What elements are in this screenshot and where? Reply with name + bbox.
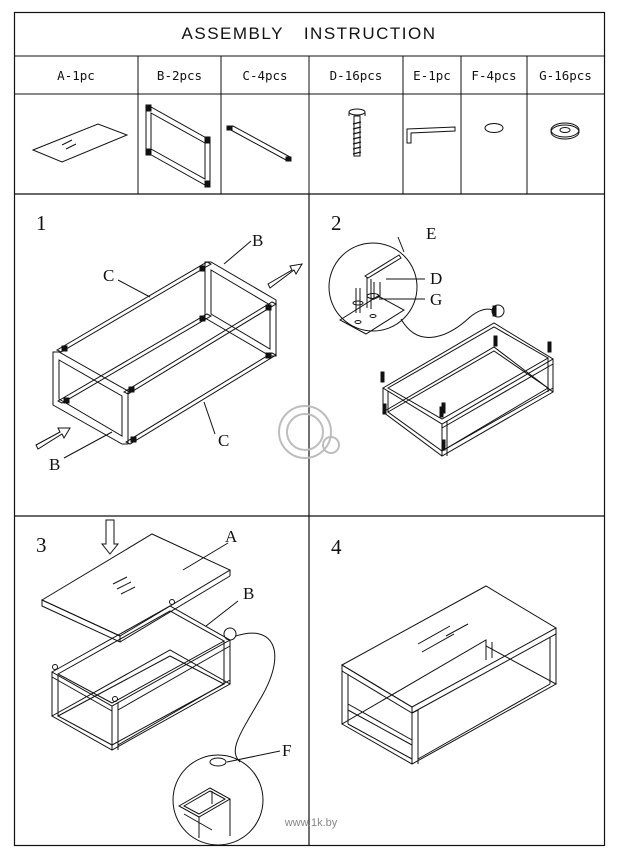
part-a-label: A-1pc — [57, 67, 95, 83]
step-3-callout-b: B — [243, 584, 255, 603]
part-c-connecting-bar-icon — [226, 125, 292, 162]
part-g-label: G-16pcs — [539, 67, 592, 83]
part-f-pad-icon — [484, 123, 504, 133]
step-2-callout-g: G — [430, 290, 443, 309]
step-4-number: 4 — [331, 535, 342, 559]
part-b-end-frame-icon — [145, 104, 211, 188]
part-d-label: D-16pcs — [329, 67, 383, 83]
step-2-screw-fitting-drawing — [328, 236, 554, 457]
step-1-number: 1 — [36, 211, 47, 235]
part-e-label: E-1pc — [413, 67, 451, 83]
part-d-screw-icon — [348, 108, 366, 157]
part-b-label: B-2pcs — [156, 67, 203, 83]
step-3-callout-a: A — [225, 527, 238, 546]
step-2-callout-d: D — [430, 269, 443, 288]
step-1-callout-c-left: C — [103, 266, 115, 285]
part-c-label: C-4pcs — [242, 67, 288, 83]
step-3-number: 3 — [36, 533, 47, 557]
step-4-finished-table-drawing — [340, 585, 558, 765]
step-1-frame-drawing — [35, 240, 303, 459]
part-f-label: F-4pcs — [471, 67, 517, 83]
part-a-glass-top-icon — [31, 123, 129, 163]
step-3-glass-top-drawing — [40, 519, 281, 846]
watermark-text: www.1k.by — [284, 817, 338, 829]
step-3-callout-f: F — [282, 741, 292, 760]
step-1-callout-b-bottom: B — [49, 455, 61, 474]
step-2-callout-e: E — [426, 224, 437, 243]
step-1-callout-b-top: B — [252, 231, 264, 250]
step-1-callout-c-bottom: C — [218, 431, 230, 450]
part-e-allen-key-icon — [406, 126, 456, 144]
sheet-title: ASSEMBLY INSTRUCTION — [181, 24, 437, 43]
step-2-number: 2 — [331, 211, 342, 235]
watermark-logo-icon — [278, 405, 340, 459]
part-g-washer-icon — [550, 122, 580, 140]
